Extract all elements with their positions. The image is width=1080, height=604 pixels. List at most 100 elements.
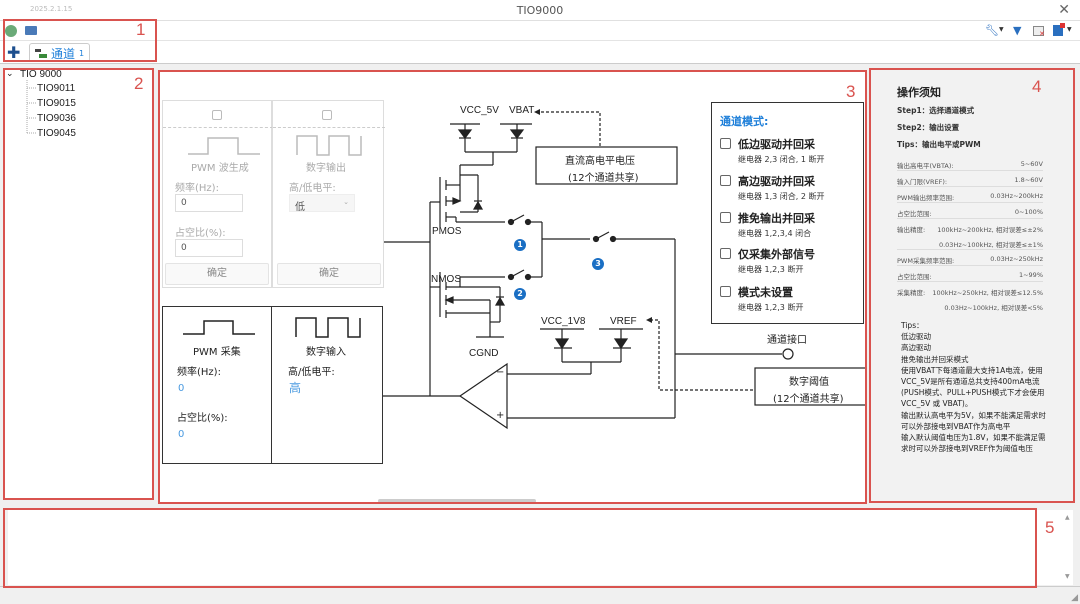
frequency-label: 频率(Hz):: [175, 183, 219, 194]
cgnd-label: CGND: [469, 348, 499, 359]
spec-row: 占空比范围:1~99%: [897, 271, 1043, 282]
tree-root[interactable]: TIO 9000: [20, 69, 62, 80]
tab-number: 1: [79, 48, 85, 58]
channel-icon: [35, 48, 47, 58]
spec-row: 输出精度:100kHz~200kHz, 相对误差≤±2%: [897, 226, 1043, 234]
tip-line: 使用VBAT下每通道最大支持1A电流，使用VCC_5V是所有通道总共支持400m…: [901, 365, 1045, 409]
level-label: 高/低电平:: [288, 367, 335, 378]
comparator-plus: +: [496, 410, 505, 421]
square-wave-icon: [295, 317, 361, 338]
digital-input-panel: 数字输入 高/低电平: 高: [271, 306, 383, 464]
pwm-generate-checkbox[interactable]: [212, 110, 222, 120]
step-text: Step1：选择通道模式: [897, 106, 975, 115]
tab-label: 通道: [51, 46, 76, 61]
tree-item[interactable]: TIO9015: [37, 98, 76, 109]
frequency-input[interactable]: 0: [175, 194, 243, 212]
pwm-capture-panel: PWM 采集 频率(Hz): 0 占空比(%): 0: [162, 306, 272, 464]
annotation-number: 3: [846, 82, 856, 101]
close-icon[interactable]: ✕: [1058, 2, 1070, 18]
mode-checkbox[interactable]: [720, 248, 731, 259]
duty-label: 占空比(%):: [175, 228, 226, 239]
spec-row: 占空比范围:0~100%: [897, 208, 1043, 219]
tip-line: 高边驱动: [901, 343, 931, 353]
frequency-label: 频率(Hz):: [177, 367, 221, 378]
spec-row: 采集精度:100kHz~250kHz, 相对误差≤12.5%: [897, 289, 1043, 297]
mode-relay-desc: 继电器 1,2,3 断开: [738, 265, 804, 274]
mode-relay-desc: 继电器 1,2,3 断开: [738, 303, 804, 312]
message-icon[interactable]: [25, 26, 37, 35]
export-icon[interactable]: [1053, 23, 1065, 36]
toolbar: 🔧︎ ▼ ▼ ✕ ▼: [0, 21, 1080, 41]
pwm-wave-icon: [188, 137, 260, 155]
level-select[interactable]: 低 ⌄: [289, 194, 355, 213]
annotation-number: 5: [1045, 518, 1055, 537]
pwm-capture-title: PWM 采集: [193, 347, 241, 358]
resize-grip-icon[interactable]: ◢: [1071, 593, 1078, 603]
pmos-label: PMOS: [432, 226, 462, 237]
filter-icon[interactable]: ▼: [1013, 24, 1022, 37]
channel-port-label: 通道接口: [767, 335, 807, 346]
tree-item[interactable]: TIO9036: [37, 113, 76, 124]
digital-confirm-button[interactable]: 确定: [277, 263, 381, 285]
square-wave-icon: [296, 135, 362, 156]
mode-relay-desc: 继电器 1,2,3,4 闭合: [738, 229, 812, 238]
tab-channel-1[interactable]: 通道 1: [29, 43, 91, 62]
vcc5v-label: VCC_5V: [460, 105, 499, 116]
relay-badge-3: 3: [592, 258, 604, 270]
comparator-minus: −: [496, 367, 505, 378]
spec-row: 0.03Hz~100kHz, 相对误差≤±1%: [897, 237, 1043, 250]
mode-checkbox[interactable]: [720, 138, 731, 149]
tips-text: Tips： 低边驱动 高边驱动 推免输出并回采模式 使用VBAT下每通道最大支持…: [901, 320, 1051, 454]
vertical-scrollbar[interactable]: ▲ ▼: [1065, 514, 1070, 580]
digital-output-checkbox[interactable]: [322, 110, 332, 120]
device-tree: ⌄ TIO 9000 TIO9011 TIO9015 TIO9036 TIO90…: [3, 68, 153, 498]
vref-label: VREF: [610, 316, 637, 327]
tree-item[interactable]: TIO9045: [37, 128, 76, 139]
circuit-diagram: [383, 109, 865, 430]
dc-box-line2: (12个通道共享): [568, 173, 639, 184]
window-close-icon[interactable]: ✕: [1033, 26, 1045, 38]
tree-lines: [26, 80, 36, 134]
spec-row: PWM输出频率范围:0.03Hz~200kHz: [897, 192, 1043, 203]
log-area[interactable]: ▲ ▼: [8, 510, 1073, 585]
annotation-number: 4: [1032, 77, 1042, 96]
version-label: 2025.2.1.15: [30, 5, 73, 13]
relay-badge-2: 2: [514, 288, 526, 300]
duty-label: 占空比(%):: [177, 413, 228, 424]
tab-bar: ✚: [0, 41, 1080, 64]
spec-row: 输出高电平(VBTA):5~60V: [897, 160, 1043, 171]
tip-line: 输入默认阈值电压为1.8V，如果不能满足需求时可以外部接电到VREF作为阈值电压: [901, 433, 1046, 454]
plus-icon[interactable]: ✚: [7, 43, 21, 62]
mode-checkbox[interactable]: [720, 175, 731, 186]
wrench-icon[interactable]: 🔧︎: [985, 24, 999, 37]
wrench-dropdown-icon[interactable]: ▼: [999, 26, 1004, 33]
pwm-confirm-button[interactable]: 确定: [165, 263, 269, 285]
mode-label: 仅采集外部信号: [738, 248, 815, 261]
digital-input-title: 数字输入: [306, 347, 346, 358]
title-bar: 2025.2.1.15 TIO9000 ✕: [0, 0, 1080, 21]
annotation-number: 2: [134, 74, 144, 93]
mode-label: 低边驱动并回采: [738, 138, 815, 151]
clock-icon[interactable]: [5, 25, 17, 37]
mode-checkbox[interactable]: [720, 212, 731, 223]
mode-label: 推免输出并回采: [738, 212, 815, 225]
channel-mode-box: 通道模式: 低边驱动并回采 继电器 2,3 闭合, 1 断开 高边驱动并回采 继…: [711, 102, 864, 324]
export-dropdown-icon[interactable]: ▼: [1067, 26, 1072, 33]
window-title: TIO9000: [516, 4, 564, 17]
tree-item[interactable]: TIO9011: [37, 83, 76, 94]
tip-line: 输出默认高电平为5V，如果不能满足需求时可以外部接电到VBAT作为高电平: [901, 410, 1046, 431]
digital-output-panel: 数字输出 高/低电平: 低 ⌄ 确定: [272, 100, 385, 288]
level-label: 高/低电平:: [289, 183, 336, 194]
relay-badge-1: 1: [514, 239, 526, 251]
pwm-generate-title: PWM 波生成: [191, 163, 249, 174]
dc-box-line1: 直流高电平电压: [565, 156, 635, 167]
mode-checkbox[interactable]: [720, 286, 731, 297]
pwm-generate-panel: PWM 波生成 频率(Hz): 0 占空比(%): 0 确定: [162, 100, 273, 288]
tip-line: Tips：: [901, 321, 924, 330]
tree-expand-icon[interactable]: ⌄: [6, 68, 14, 78]
threshold-box-line1: 数字阈值: [789, 377, 829, 388]
duty-input[interactable]: 0: [175, 239, 243, 257]
instructions-title: 操作须知: [897, 86, 941, 99]
horizontal-scrollbar[interactable]: [378, 499, 536, 503]
step-text: Step2：输出设置: [897, 123, 960, 132]
